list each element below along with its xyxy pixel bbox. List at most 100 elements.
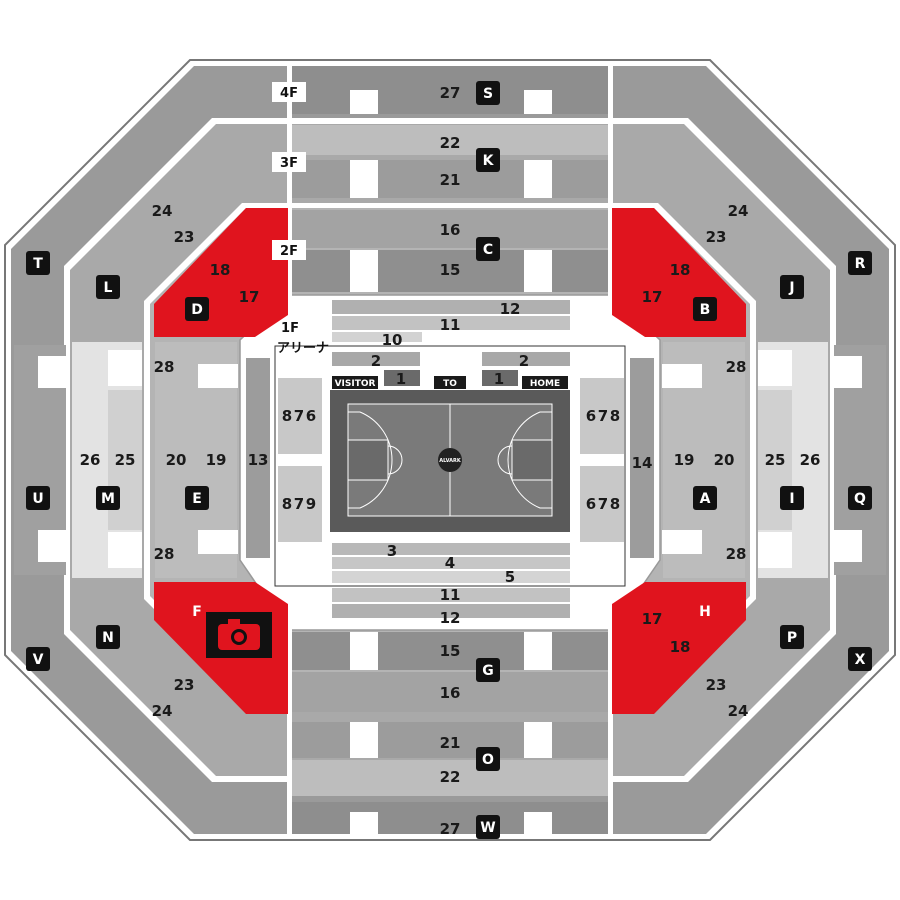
row-label-nw23: 23 [174,228,195,246]
band-top-2f-b [290,250,610,292]
court-key-left [347,439,389,481]
block-N-badge[interactable] [96,625,120,649]
block-F-letter: F [192,604,202,620]
block-G-badge[interactable] [476,658,500,682]
row-label-top1r: 1 [494,370,504,388]
row-label-wl7b: 7 [294,495,304,513]
stand-2-top-right [482,352,570,366]
block-I-letter: I [789,491,794,507]
row-label-e14: 14 [632,454,653,472]
row-label-bot16: 16 [440,684,461,702]
block-J-badge[interactable] [780,275,804,299]
row-label-w26: 26 [80,451,101,469]
row-label-bot22: 22 [440,768,461,786]
row-label-w19: 19 [206,451,227,469]
block-P-letter: P [787,630,797,646]
block-labels: S K C G O W T U V R Q X L M N J I P [26,81,872,839]
row-labels: 27 22 21 16 15 12 11 10 2 2 1 1 3 4 5 11… [80,84,821,838]
stand-east-lower [580,466,624,542]
stand-west-upper [278,378,322,454]
block-F-badge[interactable] [185,599,209,623]
block-N-letter: N [102,630,114,646]
block-K-badge[interactable] [476,148,500,172]
row-label-h18: 18 [670,638,691,656]
block-Q-badge[interactable] [848,486,872,510]
row-label-d18: 18 [210,261,231,279]
block-H-badge[interactable] [693,599,717,623]
block-E-badge[interactable] [185,486,209,510]
stand-5-bottom [332,571,570,583]
block-M-badge[interactable] [96,486,120,510]
row-label-e20: 20 [714,451,735,469]
block-P-badge[interactable] [780,625,804,649]
row-label-er6b: 6 [586,495,596,513]
band-bottom-3f-b [290,760,610,796]
visitor-label-box [332,376,378,389]
block-W-badge[interactable] [476,815,500,839]
block-S-badge[interactable] [476,81,500,105]
court-three-left [348,411,393,509]
stand-1-top-right [482,370,518,386]
stand-13-west [246,358,270,558]
row-label-e19: 19 [674,451,695,469]
row-label-top12: 12 [500,300,521,318]
row-label-e25: 25 [765,451,786,469]
court-key-right [511,439,553,481]
block-X-badge[interactable] [848,647,872,671]
row-label-sw24: 24 [152,702,173,720]
block-H-letter: H [699,604,711,620]
row-label-w13: 13 [248,451,269,469]
floor-1f-label: 1F [281,321,299,336]
block-R-badge[interactable] [848,251,872,275]
block-X-letter: X [855,652,866,668]
row-label-top27: 27 [440,84,461,102]
court-center-logo [438,448,462,472]
row-label-wl9b: 9 [306,495,316,513]
block-D-badge[interactable] [185,297,209,321]
block-A-badge[interactable] [693,486,717,510]
row-label-top10: 10 [382,331,403,349]
block-J-letter: J [788,280,794,296]
row-label-se24: 24 [728,702,749,720]
aisle-gaps [38,66,862,834]
block-V-badge[interactable] [26,647,50,671]
arena-label: アリーナ [277,341,329,356]
stand-11-top [332,316,570,330]
block-I-badge[interactable] [780,486,804,510]
band-top-2f-a [290,210,610,248]
arena-floor-outline [274,345,626,587]
court-ft-right [497,445,513,475]
visitor-label: VISITOR [335,379,376,389]
floor-2f-label: 2F [280,244,298,259]
block-L-badge[interactable] [96,275,120,299]
stand-4-bottom [332,557,570,569]
row-label-wl7a: 7 [294,407,304,425]
block-C-badge[interactable] [476,237,500,261]
band-top-3f-b [290,160,610,198]
band-top-4f [290,66,610,114]
row-label-bot21: 21 [440,734,461,752]
block-G-letter: G [482,663,494,679]
row-label-top22: 22 [440,134,461,152]
row-label-ne23: 23 [706,228,727,246]
row-label-b17: 17 [642,288,663,306]
row-label-bot5: 5 [505,568,515,586]
row-label-er7a: 7 [598,407,608,425]
band-top-3f-a [290,125,610,155]
row-label-top15: 15 [440,261,461,279]
row-label-w28b: 28 [154,545,175,563]
block-T-badge[interactable] [26,251,50,275]
row-label-bot3: 3 [387,542,397,560]
block-U-badge[interactable] [26,486,50,510]
row-label-w28t: 28 [154,358,175,376]
block-K-letter: K [483,153,495,169]
block-O-badge[interactable] [476,747,500,771]
block-W-letter: W [480,820,495,836]
row-label-sw23: 23 [174,676,195,694]
block-B-badge[interactable] [693,297,717,321]
block-Q-letter: Q [854,491,866,507]
block-E-letter: E [192,491,202,507]
block-T-letter: T [33,256,43,272]
block-C-letter: C [483,242,493,258]
row-label-e28t: 28 [726,358,747,376]
